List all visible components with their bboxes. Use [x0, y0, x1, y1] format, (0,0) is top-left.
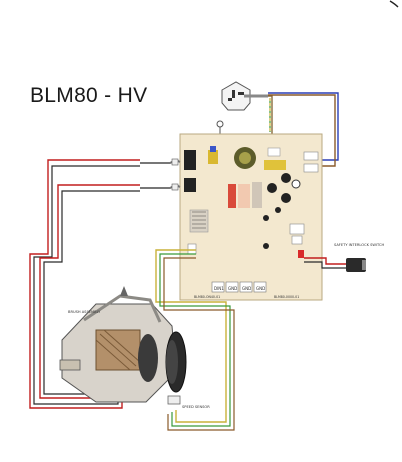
pcb-col-4-label: GND [256, 286, 265, 291]
pcb-col-2-label: GND [228, 286, 237, 291]
diagram-title: BLM80 - HV [30, 84, 148, 107]
pcb-col-3-label: GND [242, 286, 251, 291]
speed-sensor-loom [155, 249, 235, 431]
mains-cable [266, 92, 339, 167]
sensor-label: SPEED SENSOR [182, 405, 210, 409]
motor-label: BRUSH ASSEMBLY [68, 310, 101, 314]
mains-plug-icon [221, 81, 268, 111]
earth-symbol-icon [216, 120, 224, 134]
pcb-col-1-label: DIN1 [214, 286, 224, 291]
motor-assembly: BRUSH ASSEMBLY [59, 286, 187, 403]
interlock-switch: SAFETY INTERLOCK SWITCH [304, 243, 384, 272]
pcb-board-code: BLM80-0000-01 [274, 295, 299, 299]
speed-sensor-connector: SPEED SENSOR [167, 395, 210, 409]
spade-connectors [140, 158, 181, 191]
pcb-part-number: BLM80-ON40-01 [194, 295, 220, 299]
switch-label: SAFETY INTERLOCK SWITCH [334, 243, 384, 247]
pcb-board: DIN1 GND GND GND BLM80-ON40-01 BLM80-000… [179, 133, 323, 301]
corner-mark [389, 0, 399, 8]
